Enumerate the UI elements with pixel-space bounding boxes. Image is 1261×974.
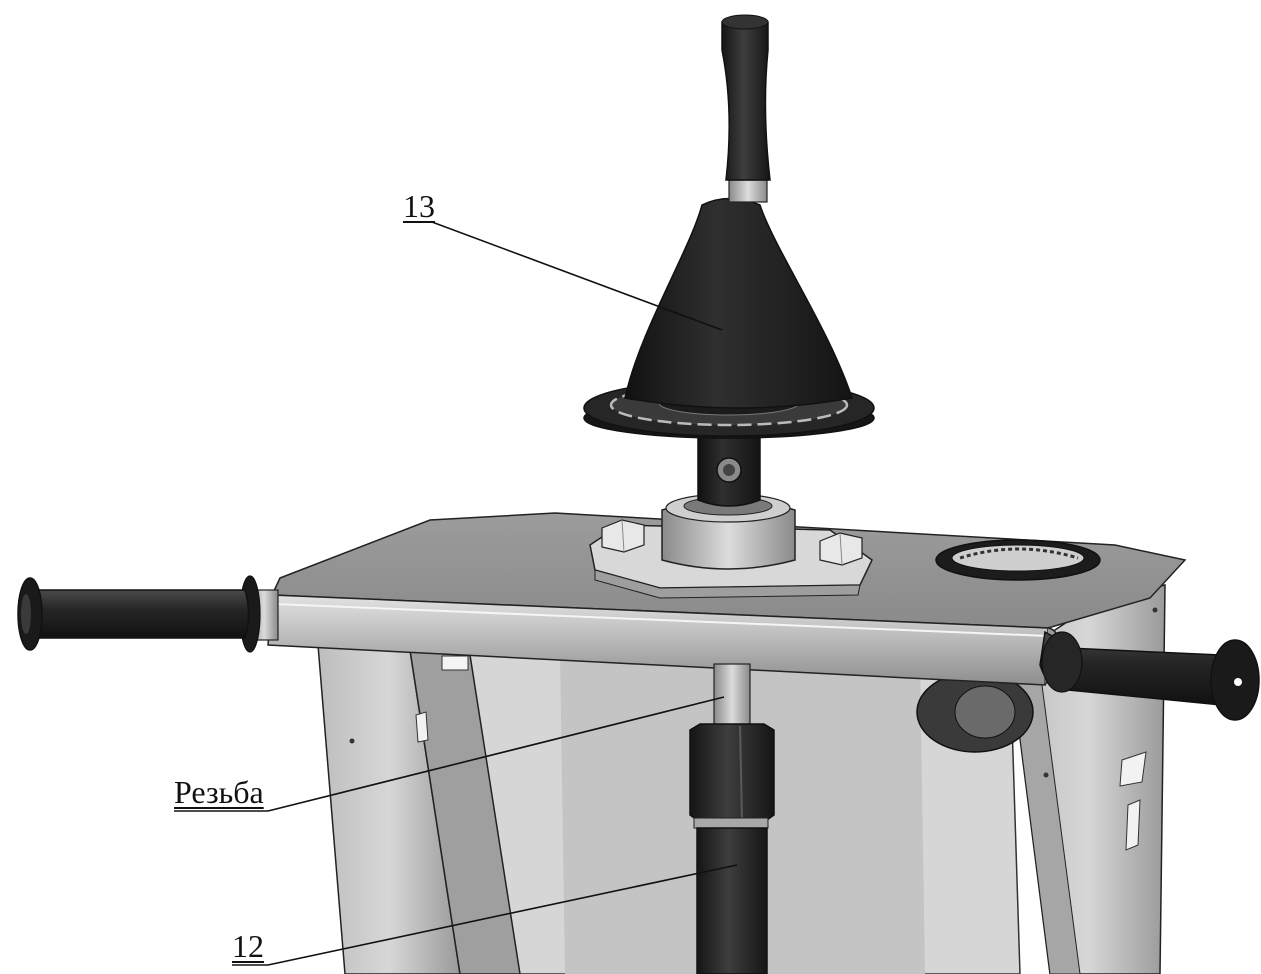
leader-line-thread: [267, 696, 725, 812]
leader-line-12: [267, 864, 738, 966]
left-grip-icon: [17, 575, 279, 653]
part-13-cone: [583, 197, 875, 439]
upper-shaft: [697, 437, 761, 507]
callout-label-thread: Резьба: [174, 774, 264, 810]
leader-lines: [174, 221, 738, 966]
right-grip-icon: [1039, 630, 1260, 721]
callout-label-12: 12: [232, 928, 264, 964]
bolt-icon: [601, 519, 645, 553]
top-handle: [721, 14, 771, 203]
bearing-flange: [589, 493, 873, 599]
dial-icon: [935, 539, 1101, 581]
leader-line-13: [431, 221, 723, 331]
part-12-rod: [689, 723, 775, 974]
callout-label-13: 13: [403, 188, 435, 224]
bolt-icon: [819, 532, 863, 566]
shaft-thread: [713, 663, 751, 727]
